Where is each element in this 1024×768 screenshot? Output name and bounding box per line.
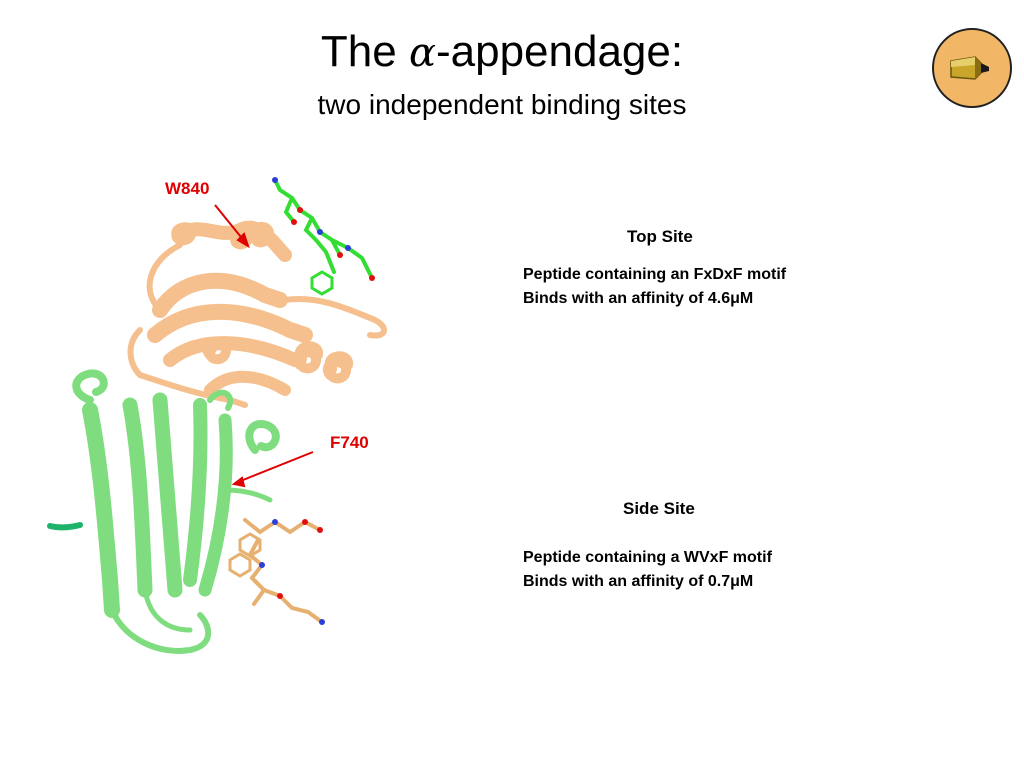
f740-label: F740	[330, 433, 369, 452]
title-alpha: α	[408, 30, 436, 76]
side-site-affinity: Binds with an affinity of 0.7μM	[523, 571, 753, 593]
slide-title: The α-appendage:	[0, 26, 1004, 79]
side-site-heading: Side Site	[623, 499, 695, 518]
w840-label: W840	[165, 179, 210, 198]
title-suffix: -appendage:	[435, 27, 684, 76]
pointer-arrows	[214, 204, 314, 488]
side-site-mu: μ	[730, 573, 740, 590]
top-site-motif: Peptide containing an FxDxF motif	[523, 266, 787, 283]
side-site-peptide	[228, 518, 325, 625]
top-site-heading: Top Site	[627, 227, 693, 246]
side-site-affinity-text: Binds with an affinity of 0.7	[523, 573, 731, 590]
slide-subtitle: two independent binding sites	[317, 89, 687, 120]
side-site-unit: M	[739, 573, 754, 590]
top-site-affinity: Binds with an affinity of 4.6μM	[523, 288, 753, 310]
top-site-affinity-text: Binds with an affinity of 4.6	[523, 290, 731, 307]
f740-arrow	[237, 451, 314, 483]
bottom-domain-ribbon	[47, 369, 280, 654]
top-domain-ribbon	[127, 220, 387, 408]
top-site-peptide	[272, 177, 375, 296]
title-prefix: The	[320, 27, 409, 76]
side-site-motif: Peptide containing a WVxF motif	[523, 549, 772, 566]
logo-icon	[932, 28, 1012, 108]
w840-arrow	[214, 204, 246, 243]
protein-structure-illustration	[47, 177, 387, 654]
top-site-unit: M	[739, 290, 754, 307]
top-site-mu: μ	[730, 290, 740, 307]
